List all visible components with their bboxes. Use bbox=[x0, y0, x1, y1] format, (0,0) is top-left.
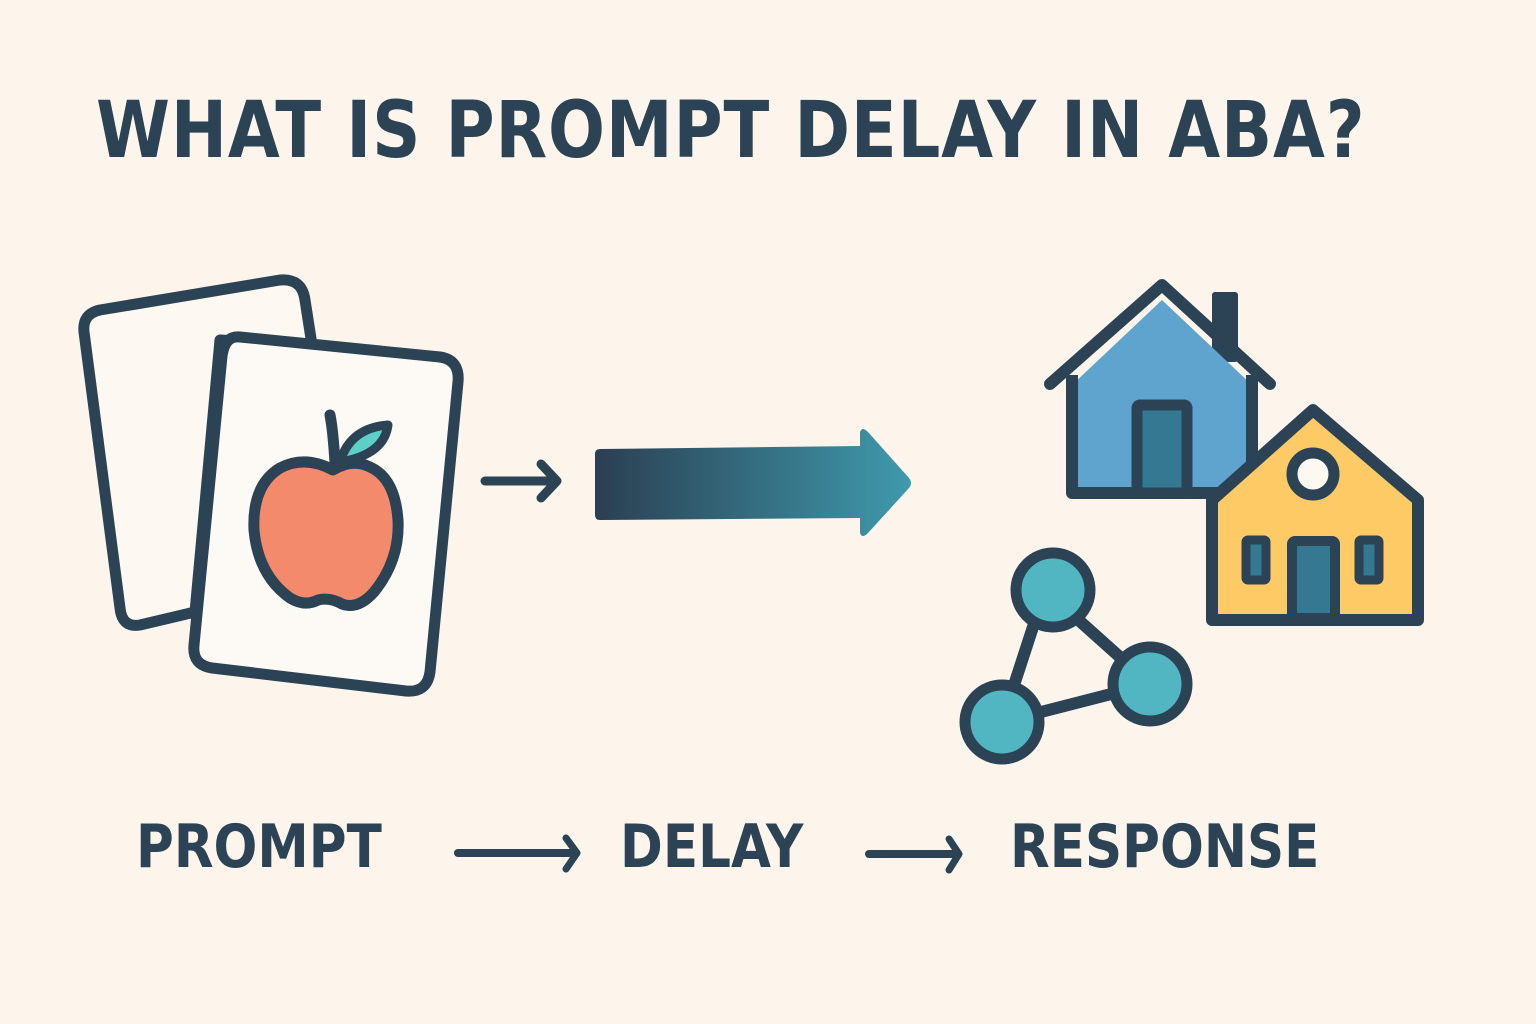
network-nodes-icon bbox=[959, 547, 1193, 765]
yellow-house-icon bbox=[1206, 404, 1424, 626]
flow-step-response: RESPONSE bbox=[1010, 812, 1370, 882]
page-title: WHAT IS PROMPT DELAY IN ABA? bbox=[96, 86, 1366, 176]
flow-step-prompt: PROMPT bbox=[136, 812, 422, 882]
flow-arrow-2-icon bbox=[865, 835, 963, 874]
flow-label-response: RESPONSE bbox=[1010, 812, 1320, 882]
blue-house-icon bbox=[1044, 279, 1276, 499]
back-flashcard-icon bbox=[78, 274, 318, 631]
gradient-arrow-icon bbox=[595, 429, 911, 536]
flow-arrow-1-icon bbox=[454, 834, 581, 873]
flow-step-delay: DELAY bbox=[620, 812, 833, 882]
small-arrow-icon bbox=[480, 459, 562, 503]
apple-icon bbox=[248, 409, 404, 611]
flow-label-delay: DELAY bbox=[620, 812, 804, 882]
flow-label-prompt: PROMPT bbox=[136, 812, 382, 882]
